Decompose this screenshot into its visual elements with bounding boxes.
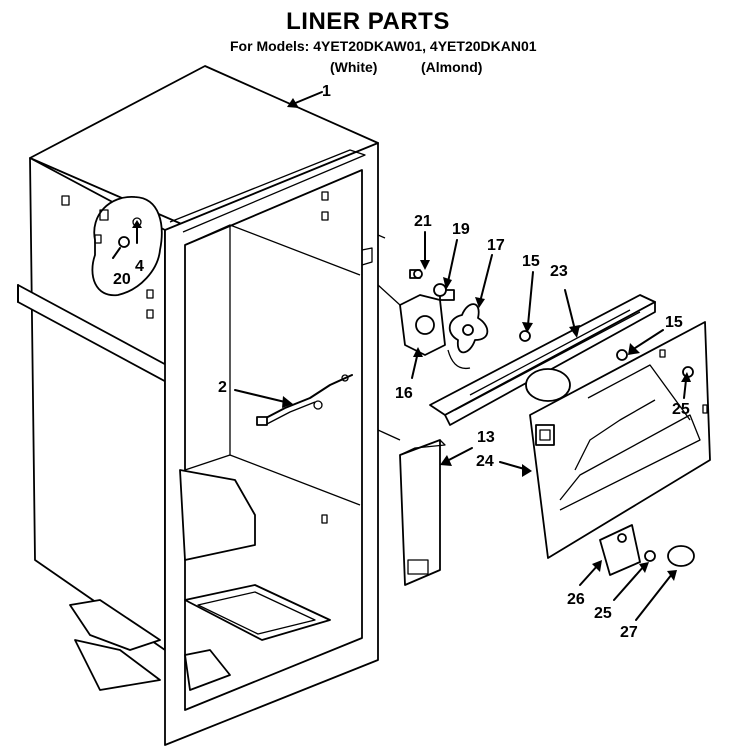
callout-23: 23 <box>550 263 568 280</box>
callout-19: 19 <box>452 221 470 238</box>
callout-16: 16 <box>395 385 413 402</box>
diagram-title: LINER PARTS <box>286 8 450 35</box>
screw-15-left <box>519 271 534 342</box>
rear-cover-panel <box>499 321 711 559</box>
callout-2: 2 <box>218 379 227 396</box>
callout-20: 20 <box>113 271 131 288</box>
callout-27: 27 <box>620 624 638 641</box>
callout-21: 21 <box>414 213 432 230</box>
screw-15-right <box>616 329 664 361</box>
models-line: For Models: 4YET20DKAW01, 4YET20DKAN01 <box>230 38 537 54</box>
callout-25-upper: 25 <box>672 401 690 418</box>
wire-harness-part <box>234 374 353 426</box>
lower-small-parts <box>579 524 695 621</box>
callout-17: 17 <box>487 237 505 254</box>
screw-25-upper <box>681 366 694 399</box>
callout-15-right: 15 <box>665 314 683 331</box>
callout-1-arrow <box>287 91 323 108</box>
callout-15-left: 15 <box>522 253 540 270</box>
variant-white-label: (White) <box>330 59 378 75</box>
fan-motor-assembly <box>377 231 493 379</box>
callout-4: 4 <box>135 258 144 275</box>
callout-25-lower: 25 <box>594 605 612 622</box>
air-duct-panel <box>377 429 473 586</box>
callout-1: 1 <box>322 83 331 100</box>
callout-26: 26 <box>567 591 585 608</box>
callout-labels: 1 2 4 13 15 15 16 17 19 20 21 23 24 25 2… <box>113 83 690 641</box>
callout-13: 13 <box>477 429 495 446</box>
variant-almond-label: (Almond) <box>421 59 483 75</box>
thermostat-bracket-area <box>91 196 163 296</box>
evaporator-rail <box>429 289 656 426</box>
callout-24: 24 <box>476 453 494 470</box>
refrigerator-liner <box>17 65 386 746</box>
